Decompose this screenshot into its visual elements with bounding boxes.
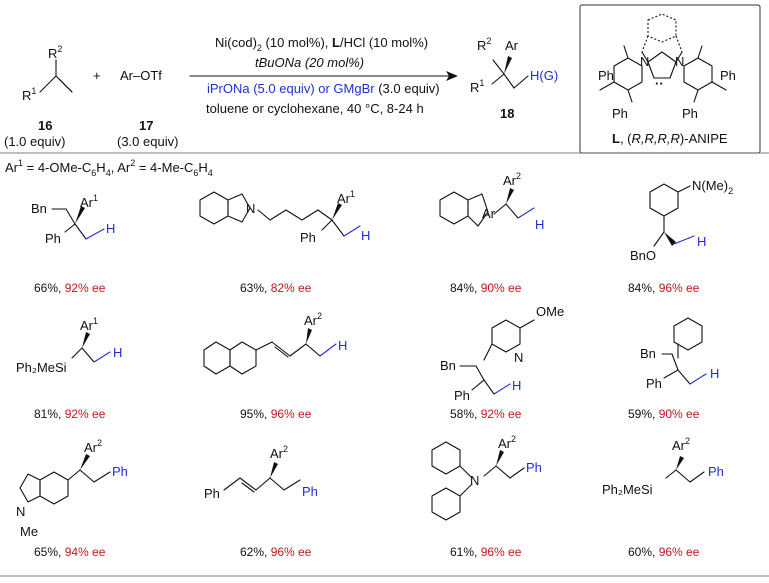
compound-18-label: 18 [500,106,514,121]
svg-text:Ph: Ph [526,460,542,475]
result-7: 58%, 92% ee [450,407,522,421]
result-3: 84%, 90% ee [450,281,522,295]
product-1: Bn Ar1 Ph H [31,193,115,246]
result-5: 81%, 92% ee [34,407,106,421]
conditions-line-3: iPrONa (5.0 equiv) or GMgBr (3.0 equiv) [207,81,440,96]
svg-text:N: N [470,473,479,488]
product-8: Bn Ph H [640,317,719,391]
compound-16-label: 16 [38,118,52,133]
conditions-line-4: toluene or cyclohexane, 40 °C, 8-24 h [206,101,424,116]
result-4: 84%, 96% ee [628,281,700,295]
svg-text:H: H [697,234,706,249]
product-5: Ar1 Ph₂MeSi H [16,316,122,375]
svg-text:H: H [338,338,347,353]
product-3: Ar Ar2 H [439,171,544,232]
svg-text:Ar2: Ar2 [304,311,322,328]
r2-label: R2 [48,44,62,61]
product-hg: H(G) [530,68,558,83]
svg-text:Ph: Ph [302,484,318,499]
svg-text:Ph: Ph [45,231,61,246]
svg-text:Ar1: Ar1 [80,193,98,210]
aryl-triflate: Ar–OTf [120,68,162,83]
svg-text:H: H [512,378,521,393]
compound-17-label: 17 [139,118,153,133]
svg-text:N: N [16,504,25,519]
product-ar: Ar [505,38,519,53]
product-10: Ph Ar2 Ph [204,444,318,501]
ligand-n-right: N [675,54,684,69]
result-12: 60%, 96% ee [628,545,700,559]
product-11: N Ar2 Ph [431,434,542,521]
svg-text:N: N [246,201,255,216]
result-8: 59%, 90% ee [628,407,700,421]
product-9: N Me Ar2 Ph [16,438,128,539]
result-11: 61%, 96% ee [450,545,522,559]
svg-text:Bn: Bn [31,201,47,216]
svg-text:Bn: Bn [440,358,456,373]
svg-text:Ar1: Ar1 [80,316,98,333]
svg-text:Ph: Ph [708,464,724,479]
ligand-n-left: N [640,54,649,69]
result-10: 62%, 96% ee [240,545,312,559]
svg-text:Bn: Bn [640,346,656,361]
reactant-16: R2 R1 16 (1.0 equiv) [4,44,73,149]
product-7: OMe N Bn Ph H [440,304,564,403]
product-r1: R1 [470,78,484,95]
svg-text:Ph: Ph [454,388,470,403]
ligand-ph-bottom-right: Ph [682,106,698,121]
plus-sign: + [93,68,101,83]
svg-text:Ph: Ph [112,464,128,479]
svg-text:Ph₂MeSi: Ph₂MeSi [16,360,67,375]
conditions-line-1: Ni(cod)2 (10 mol%), L/HCl (10 mol%) [215,35,428,53]
svg-text:H: H [535,217,544,232]
product-12: Ar2 Ph₂MeSi Ph [602,436,724,497]
svg-text:H: H [106,221,115,236]
product-r2: R2 [477,36,491,53]
result-2: 63%, 82% ee [240,281,312,295]
ligand-ph-left: Ph [598,68,614,83]
conditions-line-2: tBuONa (20 mol%) [255,55,364,70]
reaction-conditions: Ni(cod)2 (10 mol%), L/HCl (10 mol%) tBuO… [189,35,458,116]
aryl-definitions: Ar1 = 4-OMe-C6H4, Ar2 = 4-Me-C6H4 [5,158,213,178]
svg-text:Ar2: Ar2 [498,434,516,451]
svg-text:Ar1: Ar1 [337,189,355,206]
ligand-caption: L, (R,R,R,R)-ANIPE [612,131,728,146]
svg-text:H: H [113,345,122,360]
product-6: Ar2 H [203,311,347,375]
svg-text:H: H [361,228,370,243]
svg-text:Ph: Ph [646,376,662,391]
svg-text:N(Me)2: N(Me)2 [692,178,733,196]
product-18: R2 Ar R1 H(G) 18 [470,36,558,121]
svg-text:H: H [710,366,719,381]
svg-text:Ar: Ar [482,206,496,221]
svg-text:Ph: Ph [204,486,220,501]
svg-text:BnO: BnO [630,248,656,263]
svg-text:Ar2: Ar2 [503,171,521,188]
svg-text:Ar2: Ar2 [672,436,690,453]
svg-text:OMe: OMe [536,304,564,319]
svg-text:Ph: Ph [300,230,316,245]
ligand-ph-bottom-left: Ph [612,106,628,121]
svg-text:Ar2: Ar2 [270,444,288,461]
svg-text:Ph₂MeSi: Ph₂MeSi [602,482,653,497]
product-2: N Ar1 Ph H [199,189,370,245]
result-1: 66%, 92% ee [34,281,106,295]
svg-text:Ar2: Ar2 [84,438,102,455]
compound-17-equiv: (3.0 equiv) [117,134,178,149]
result-9: 65%, 94% ee [34,545,106,559]
reaction-arrow-head [446,71,458,81]
carbene-lone-pair: ·· [655,76,664,91]
compound-16-equiv: (1.0 equiv) [4,134,65,149]
r1-label: R1 [22,86,36,103]
result-6: 95%, 96% ee [240,407,312,421]
ligand-ph-right: Ph [720,68,736,83]
svg-text:Me: Me [20,524,38,539]
reactant-17: Ar–OTf 17 (3.0 equiv) [117,68,178,149]
svg-text:N: N [514,350,523,365]
product-4: N(Me)2 BnO H [630,178,733,263]
ligand-box: N N ·· Ph Ph Ph Ph L, (R,R,R,R)-ANIPE [579,4,761,154]
